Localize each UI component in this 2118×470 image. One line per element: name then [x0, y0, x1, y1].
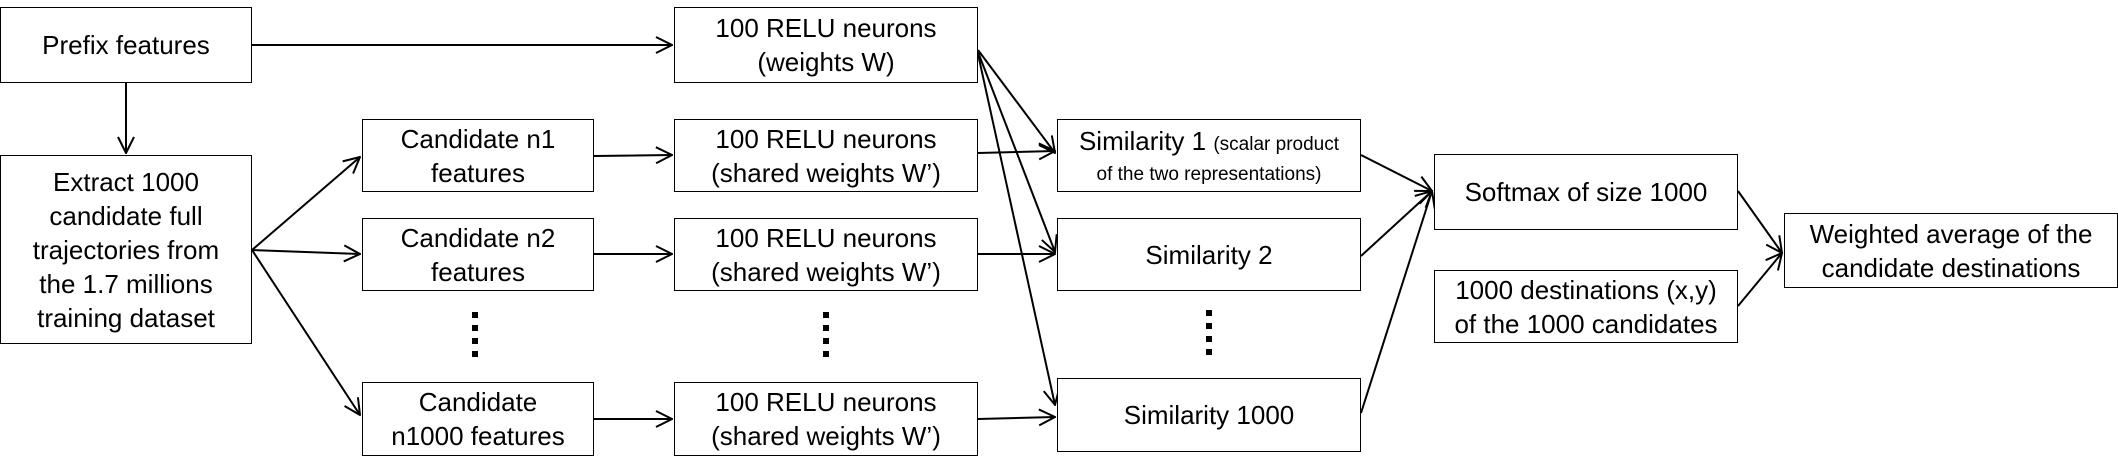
relu-shared-n2-line-1: 100 RELU neurons: [715, 222, 937, 253]
extract-line-4: the 1.7 millions: [39, 268, 213, 299]
softmax-box: Softmax of size 1000: [1434, 154, 1738, 230]
candidate-n1-line-2: features: [431, 157, 525, 188]
candidate-n1-line-1: Candidate n1: [400, 123, 556, 154]
softmax-label: Softmax of size 1000: [1464, 177, 1708, 207]
similarity-2-label: Similarity 2: [1145, 239, 1273, 270]
arrow-relu-w-to-similarity-1: [977, 49, 1055, 153]
similarity-1-label: Similarity 1: [1078, 125, 1207, 156]
prefix-features-label: Prefix features: [42, 30, 210, 60]
extract-line-5: training dataset: [37, 302, 215, 333]
similarity-1-note-b: of the two representations): [1096, 163, 1322, 185]
arrow-destinations-to-weighted: [1737, 253, 1782, 307]
extract-line-3: trajectories from: [32, 234, 220, 265]
relu-shared-n2-line-2: (shared weights W’): [711, 256, 941, 287]
similarity-1000-box: Similarity 1000: [1057, 378, 1361, 452]
similarity-ellipsis: [1194, 310, 1224, 355]
relu-shared-n2-box: 100 RELU neurons (shared weights W’): [674, 218, 978, 291]
similarity-1-box: Similarity 1 (scalar product of the two …: [1057, 119, 1361, 192]
arrow-similarity-1-to-softmax: [1360, 154, 1432, 191]
similarity-2-box: Similarity 2: [1057, 218, 1361, 291]
relu-shared-n1-line-2: (shared weights W’): [711, 157, 941, 188]
relu-prefix-line-1: 100 RELU neurons: [715, 13, 937, 43]
extract-candidates-box: Extract 1000 candidate full trajectories…: [0, 155, 252, 344]
arrow-similarity-1000-to-softmax: [1360, 191, 1432, 414]
arrow-relu-n1000-to-similarity-1000: [977, 417, 1055, 419]
extract-line-2: candidate full: [49, 200, 203, 231]
prefix-features-box: Prefix features: [0, 7, 252, 83]
candidate-n1000-line-2: n1000 features: [391, 421, 565, 451]
relu-prefix-line-2: (weights W): [757, 47, 895, 77]
arrow-extract-to-candidate-n1: [251, 157, 360, 251]
destinations-line-1: 1000 destinations (x,y): [1455, 274, 1717, 305]
weighted-average-line-1: Weighted average of the: [1809, 218, 2093, 249]
similarity-1000-label: Similarity 1000: [1123, 400, 1295, 430]
candidate-n2-line-1: Candidate n2: [400, 222, 556, 253]
weighted-average-line-2: candidate destinations: [1821, 252, 2081, 283]
relu-shared-n1-box: 100 RELU neurons (shared weights W’): [674, 119, 978, 192]
candidate-n1000-box: Candidate n1000 features: [362, 382, 594, 456]
candidate-n1000-line-1: Candidate: [418, 387, 538, 417]
similarity-1-line-1: Similarity 1 (scalar product: [1079, 124, 1339, 162]
relu-prefix-box: 100 RELU neurons (weights W): [674, 7, 978, 83]
similarity-1-note-a: (scalar product: [1213, 133, 1340, 155]
relu-ellipsis: [811, 312, 841, 357]
relu-shared-n1000-line-1: 100 RELU neurons: [715, 387, 937, 417]
arrow-softmax-to-weighted: [1737, 190, 1782, 253]
relu-shared-n1000-line-2: (shared weights W’): [711, 421, 941, 451]
destinations-line-2: of the 1000 candidates: [1454, 308, 1718, 339]
destinations-box: 1000 destinations (x,y) of the 1000 cand…: [1434, 270, 1738, 343]
arrow-extract-to-candidate-n1000: [251, 249, 360, 415]
relu-shared-n1000-box: 100 RELU neurons (shared weights W’): [674, 382, 978, 456]
candidate-n2-line-2: features: [431, 256, 525, 287]
arrow-candidate-n1-to-relu: [593, 155, 672, 156]
candidate-n2-box: Candidate n2 features: [362, 218, 594, 291]
candidates-ellipsis: [460, 312, 490, 357]
arrow-relu-n1-to-similarity-1: [977, 151, 1055, 153]
extract-line-1: Extract 1000: [53, 166, 199, 197]
relu-shared-n1-line-1: 100 RELU neurons: [715, 123, 937, 154]
weighted-average-box: Weighted average of the candidate destin…: [1784, 213, 2118, 288]
arrow-extract-to-candidate-n2: [251, 250, 360, 254]
arrow-relu-w-to-similarity-1000: [977, 53, 1055, 405]
candidate-n1-box: Candidate n1 features: [362, 119, 594, 192]
